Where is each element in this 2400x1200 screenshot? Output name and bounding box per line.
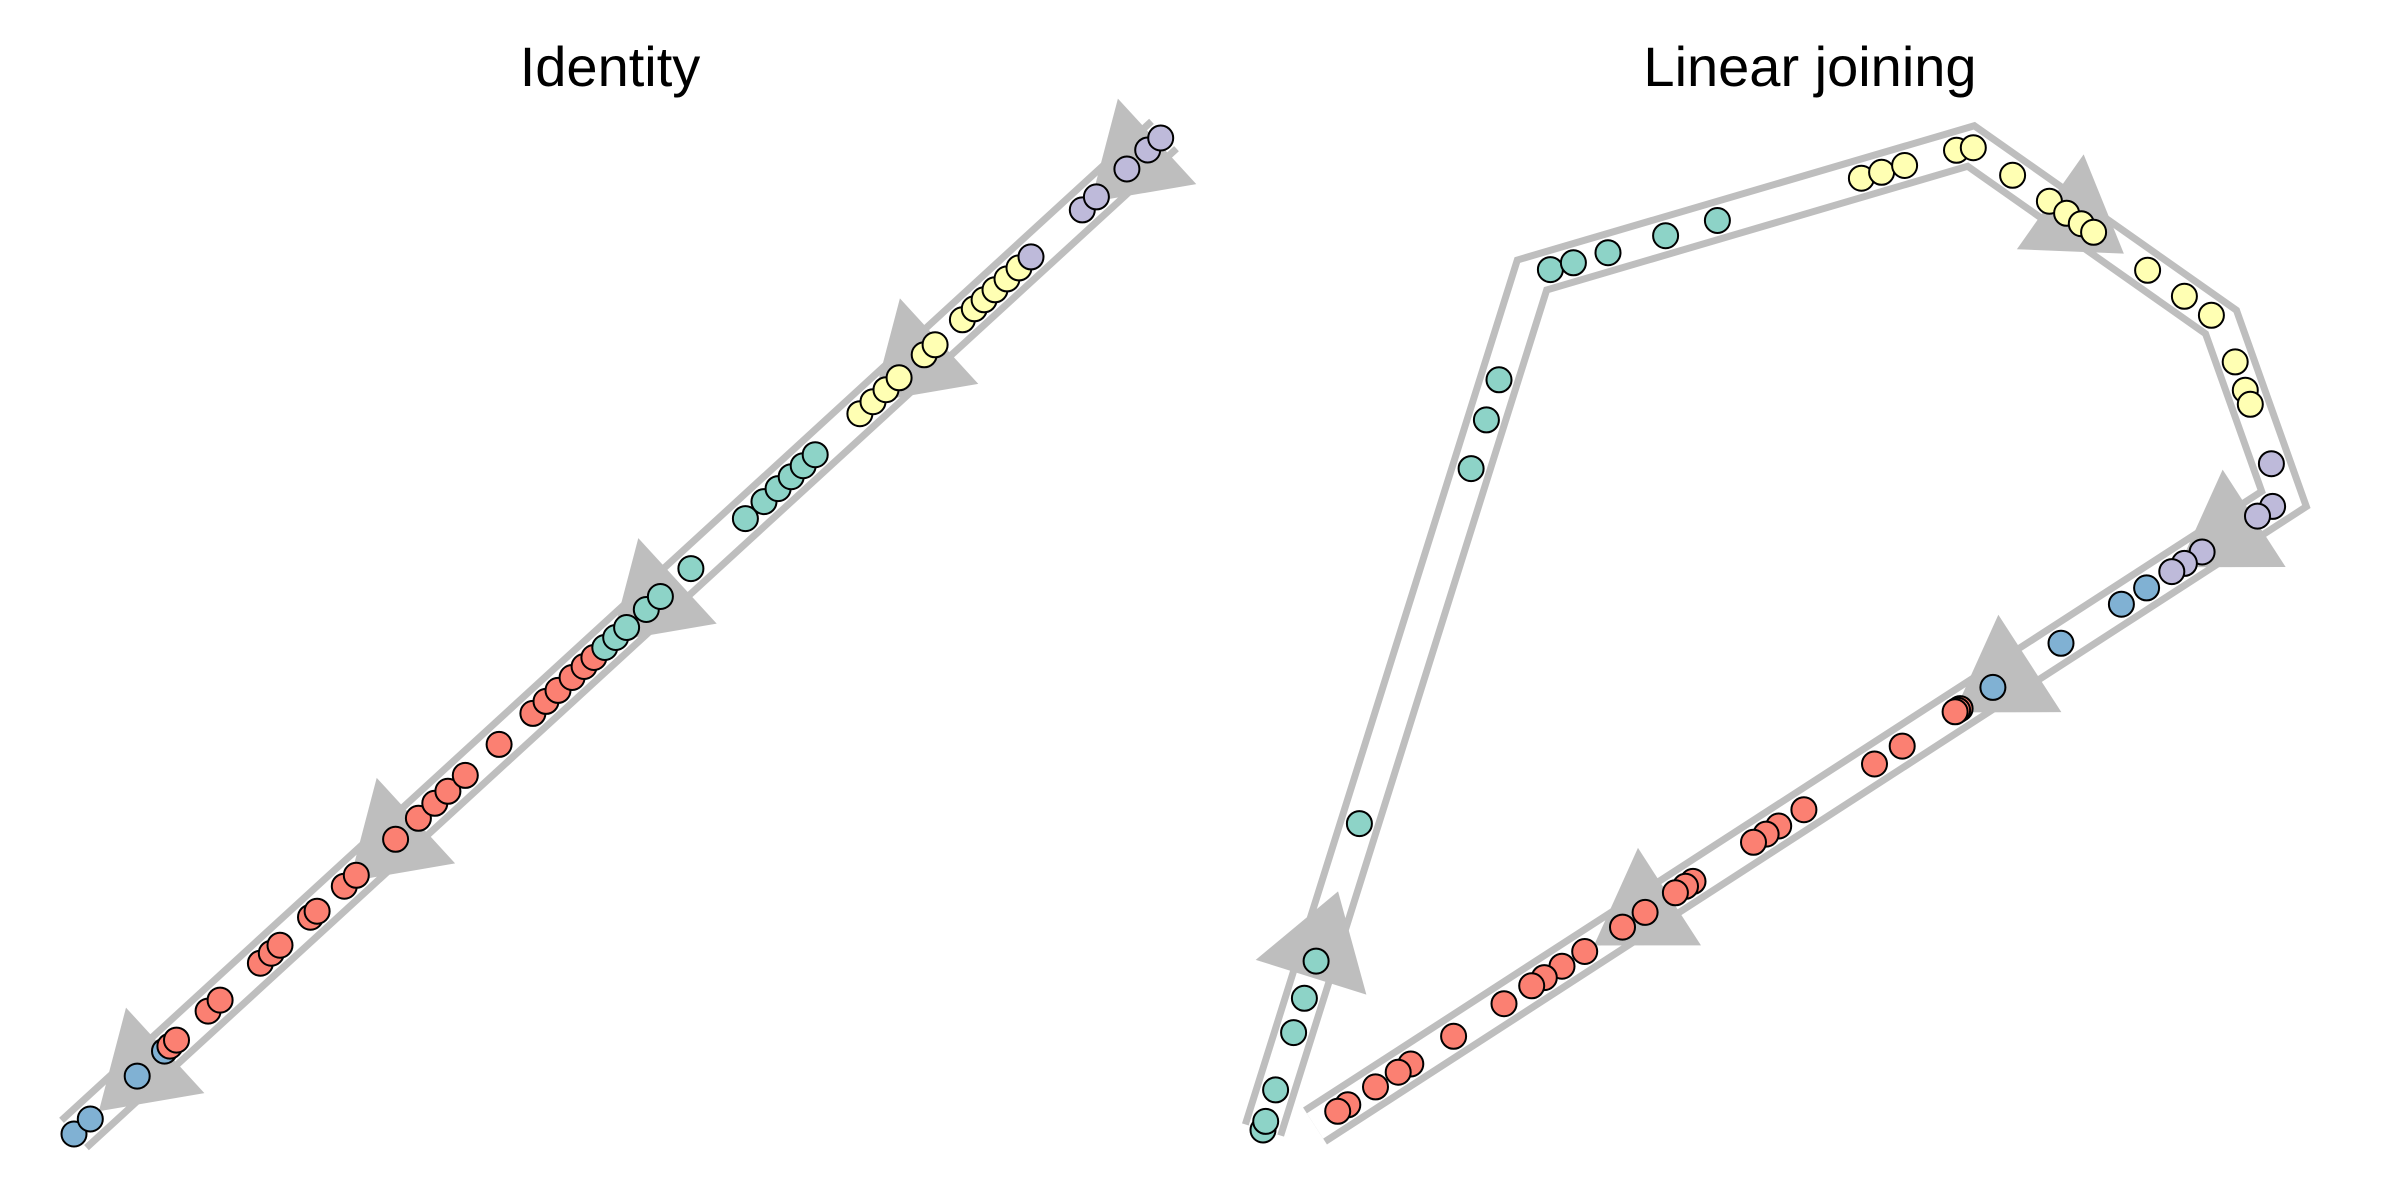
- cell-point-red: [451, 761, 479, 789]
- cell-point-red: [1790, 796, 1818, 824]
- cell-point-teal: [1594, 239, 1622, 267]
- cell-point-red: [1631, 898, 1659, 926]
- trajectory-corridor: [1248, 129, 2303, 1139]
- cell-point-teal: [1252, 1107, 1280, 1135]
- cell-point-yellow: [2134, 256, 2162, 284]
- cell-point-blue: [123, 1062, 151, 1090]
- cell-point-yellow: [1959, 134, 1987, 162]
- cell-point-red: [1740, 828, 1767, 856]
- cell-point-blue: [1979, 673, 2007, 701]
- cell-point-teal: [801, 441, 829, 469]
- cell-point-blue: [2107, 590, 2135, 618]
- panel-title-linear-joining: Linear joining: [1643, 35, 1977, 98]
- cell-point-purple: [2244, 502, 2271, 530]
- cell-point-purple: [1017, 243, 1045, 271]
- cell-point-yellow: [885, 364, 913, 392]
- identity-panel: Identity: [59, 35, 1197, 1151]
- cell-point-teal: [677, 555, 705, 583]
- cell-point-yellow: [2080, 218, 2108, 246]
- cell-point-red: [1362, 1073, 1389, 1101]
- cell-point-red: [1384, 1058, 1412, 1086]
- cell-point-teal: [1559, 249, 1587, 277]
- cell-point-teal: [1652, 222, 1680, 250]
- cell-point-teal: [1457, 455, 1485, 483]
- cell-point-red: [485, 730, 513, 758]
- cell-point-teal: [1485, 366, 1513, 394]
- cell-point-yellow: [1999, 161, 2027, 189]
- direction-arrow-1: [98, 1007, 205, 1112]
- cell-point-red: [1661, 879, 1689, 907]
- cell-point-yellow: [1891, 152, 1919, 179]
- cell-point-purple: [1147, 124, 1175, 152]
- cell-point-yellow: [921, 331, 949, 359]
- cell-point-teal: [1262, 1076, 1290, 1104]
- cell-point-red: [1888, 732, 1916, 760]
- cell-point-purple: [1113, 155, 1141, 183]
- cell-point-red: [342, 861, 370, 889]
- cell-point-yellow: [2197, 301, 2225, 329]
- cell-point-red: [1440, 1022, 1468, 1050]
- cell-point-red: [1571, 938, 1599, 965]
- cell-point-teal: [1280, 1019, 1308, 1047]
- cell-point-red: [1324, 1097, 1352, 1125]
- cell-point-teal: [1536, 256, 1564, 284]
- cell-point-purple: [2158, 558, 2186, 586]
- direction-arrow-1: [1255, 891, 1367, 995]
- cell-point-yellow: [2236, 390, 2264, 418]
- linear-joining-trajectory-plot: [1242, 121, 2311, 1145]
- cell-point-teal: [1345, 810, 1373, 838]
- cell-point-teal: [1302, 947, 1330, 975]
- cell-point-blue: [2133, 574, 2161, 602]
- cell-point-yellow: [2221, 348, 2249, 376]
- linear-joining-panel: Linear joining: [1220, 0, 2400, 1200]
- cell-point-red: [266, 931, 294, 959]
- cell-point-blue: [2047, 629, 2075, 657]
- cell-point-red: [1941, 698, 1969, 726]
- cell-point-red: [1490, 990, 1518, 1018]
- cell-point-yellow: [1868, 158, 1896, 186]
- identity-trajectory-plot: [59, 98, 1197, 1151]
- cell-point-red: [206, 986, 234, 1014]
- cell-point-blue: [76, 1105, 104, 1133]
- cell-point-red: [1518, 972, 1546, 1000]
- cell-point-purple: [1082, 183, 1110, 211]
- cell-point-teal: [613, 614, 641, 641]
- cell-point-red: [163, 1026, 190, 1054]
- panel-title-identity: Identity: [519, 35, 701, 98]
- cell-point-teal: [1290, 984, 1318, 1012]
- cell-point-red: [1861, 750, 1888, 778]
- cell-point-red: [303, 897, 331, 925]
- cell-point-teal: [731, 505, 759, 533]
- cell-point-teal: [1472, 406, 1500, 434]
- cell-point-yellow: [2170, 282, 2198, 310]
- cell-point-purple: [2257, 450, 2285, 478]
- cell-point-teal: [646, 583, 674, 610]
- cell-point-red: [434, 777, 462, 805]
- cell-point-teal: [1703, 207, 1731, 234]
- cell-point-red: [382, 825, 410, 853]
- cell-point-red: [1609, 913, 1636, 941]
